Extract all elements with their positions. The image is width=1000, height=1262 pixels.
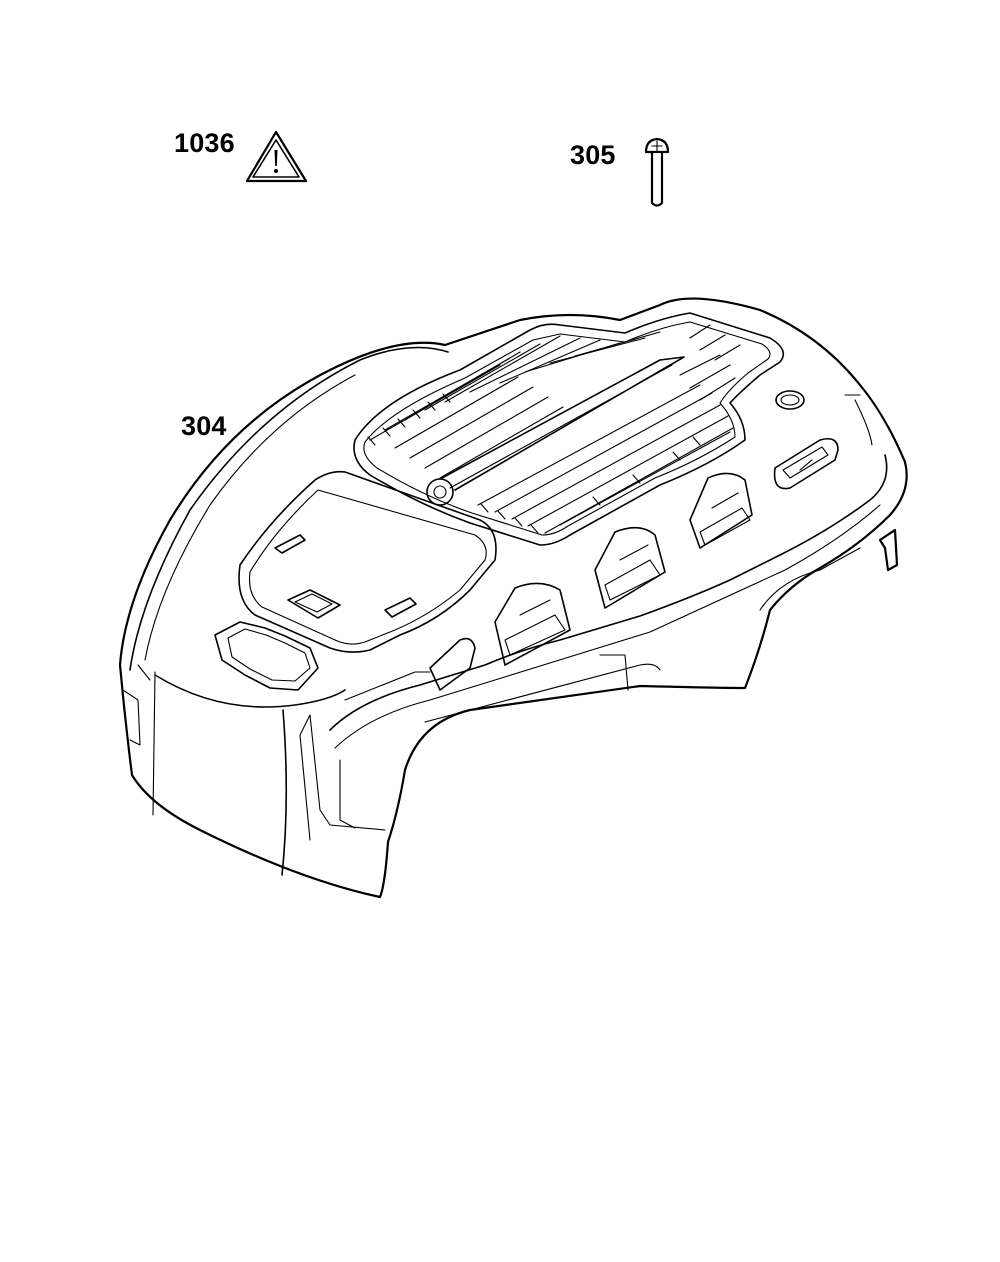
callout-304: 304	[181, 411, 227, 441]
screw-icon	[644, 137, 670, 207]
callout-1036: 1036	[174, 128, 235, 158]
warning-triangle-icon	[245, 130, 308, 183]
callout-305: 305	[570, 140, 616, 170]
cover-drawing	[118, 297, 908, 899]
